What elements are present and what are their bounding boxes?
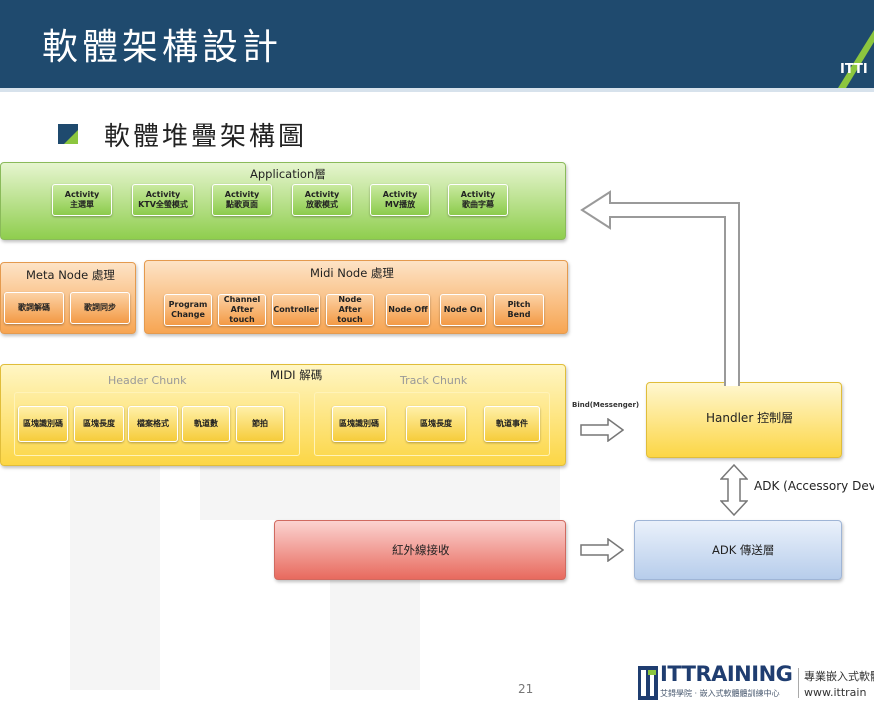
up-down-arrow-icon	[720, 464, 748, 516]
title-bar	[0, 0, 874, 88]
bind-messenger-label: Bind(Messenger)	[572, 401, 640, 409]
footer-divider	[798, 668, 799, 698]
right-arrow-icon	[580, 418, 624, 442]
header-file-format: 檔案格式	[128, 406, 178, 442]
header-chunk-title: Header Chunk	[108, 374, 187, 387]
footer-logo: ITTRAINING 艾鍀學院 ‧ 嵌入式軟體體訓練中心 專業嵌入式軟體 www…	[638, 662, 874, 706]
midi-node-after-touch: Node After touch	[326, 294, 374, 326]
midi-node-on: Node On	[440, 294, 486, 326]
up-return-arrow-icon	[580, 190, 740, 386]
meta-lyrics-sync: 歌詞同步	[70, 292, 130, 324]
activity-ktv-fullscreen: Activity KTV全螢模式	[132, 184, 194, 216]
header-chunk-box	[14, 392, 300, 456]
midi-node-off: Node Off	[386, 294, 430, 326]
track-chunk-title: Track Chunk	[400, 374, 468, 387]
handler-control-layer	[646, 382, 842, 458]
slide-title: 軟體架構設計	[42, 27, 283, 68]
page-number: 21	[518, 682, 534, 696]
title-bar-stripe	[0, 88, 874, 92]
corner-logo-icon	[838, 30, 874, 88]
footer-tagline: 專業嵌入式軟體	[804, 670, 874, 683]
midi-program-change: Program Change	[164, 294, 212, 326]
activity-lyrics: Activity 歌曲字幕	[448, 184, 508, 216]
activity-play-mode: Activity 放歌模式	[292, 184, 352, 216]
it-logo-icon	[638, 666, 658, 700]
midi-channel-after-touch: Channel After touch	[218, 294, 266, 326]
infrared-receive-title: 紅外線接收	[392, 543, 450, 557]
activity-main-menu: Activity 主選單	[52, 184, 112, 216]
header-tempo: 節拍	[236, 406, 284, 442]
handler-control-title: Handler 控制層	[706, 411, 794, 425]
track-chunk-id: 區塊識別碼	[332, 406, 386, 442]
footer-brand-sub: 艾鍀學院 ‧ 嵌入式軟體體訓練中心	[660, 689, 780, 698]
track-events: 軌道事件	[484, 406, 540, 442]
application-layer-title: Application層	[250, 167, 326, 181]
adk-accessory-note: ADK (Accessory Dev	[754, 479, 874, 493]
track-chunk-box	[314, 392, 550, 456]
footer-url: www.ittrain	[804, 686, 867, 699]
meta-lyrics-decode: 歌詞解碼	[4, 292, 64, 324]
track-chunk-length: 區塊長度	[406, 406, 466, 442]
header-chunk-id: 區塊識別碼	[18, 406, 68, 442]
infrared-receive-layer	[274, 520, 566, 580]
bullet-square-icon	[58, 124, 78, 144]
footer-brand: ITTRAINING	[660, 662, 793, 686]
activity-song-select: Activity 點歌頁面	[212, 184, 272, 216]
header-track-count: 軌道數	[182, 406, 230, 442]
right-arrow-icon	[580, 538, 624, 562]
adk-transfer-layer	[634, 520, 842, 580]
midi-decode-title: MIDI 解碼	[270, 368, 323, 382]
header-chunk-length: 區塊長度	[74, 406, 124, 442]
activity-mv-play: Activity MV播放	[370, 184, 430, 216]
meta-node-title: Meta Node 處理	[26, 268, 115, 282]
corner-logo-text: ITTI	[840, 62, 868, 77]
midi-node-title: Midi Node 處理	[310, 266, 394, 280]
section-subtitle: 軟體堆疊架構圖	[104, 122, 308, 152]
midi-pitch-bend: Pitch Bend	[494, 294, 544, 326]
adk-transfer-title: ADK 傳送層	[712, 543, 775, 557]
midi-controller: Controller	[272, 294, 320, 326]
